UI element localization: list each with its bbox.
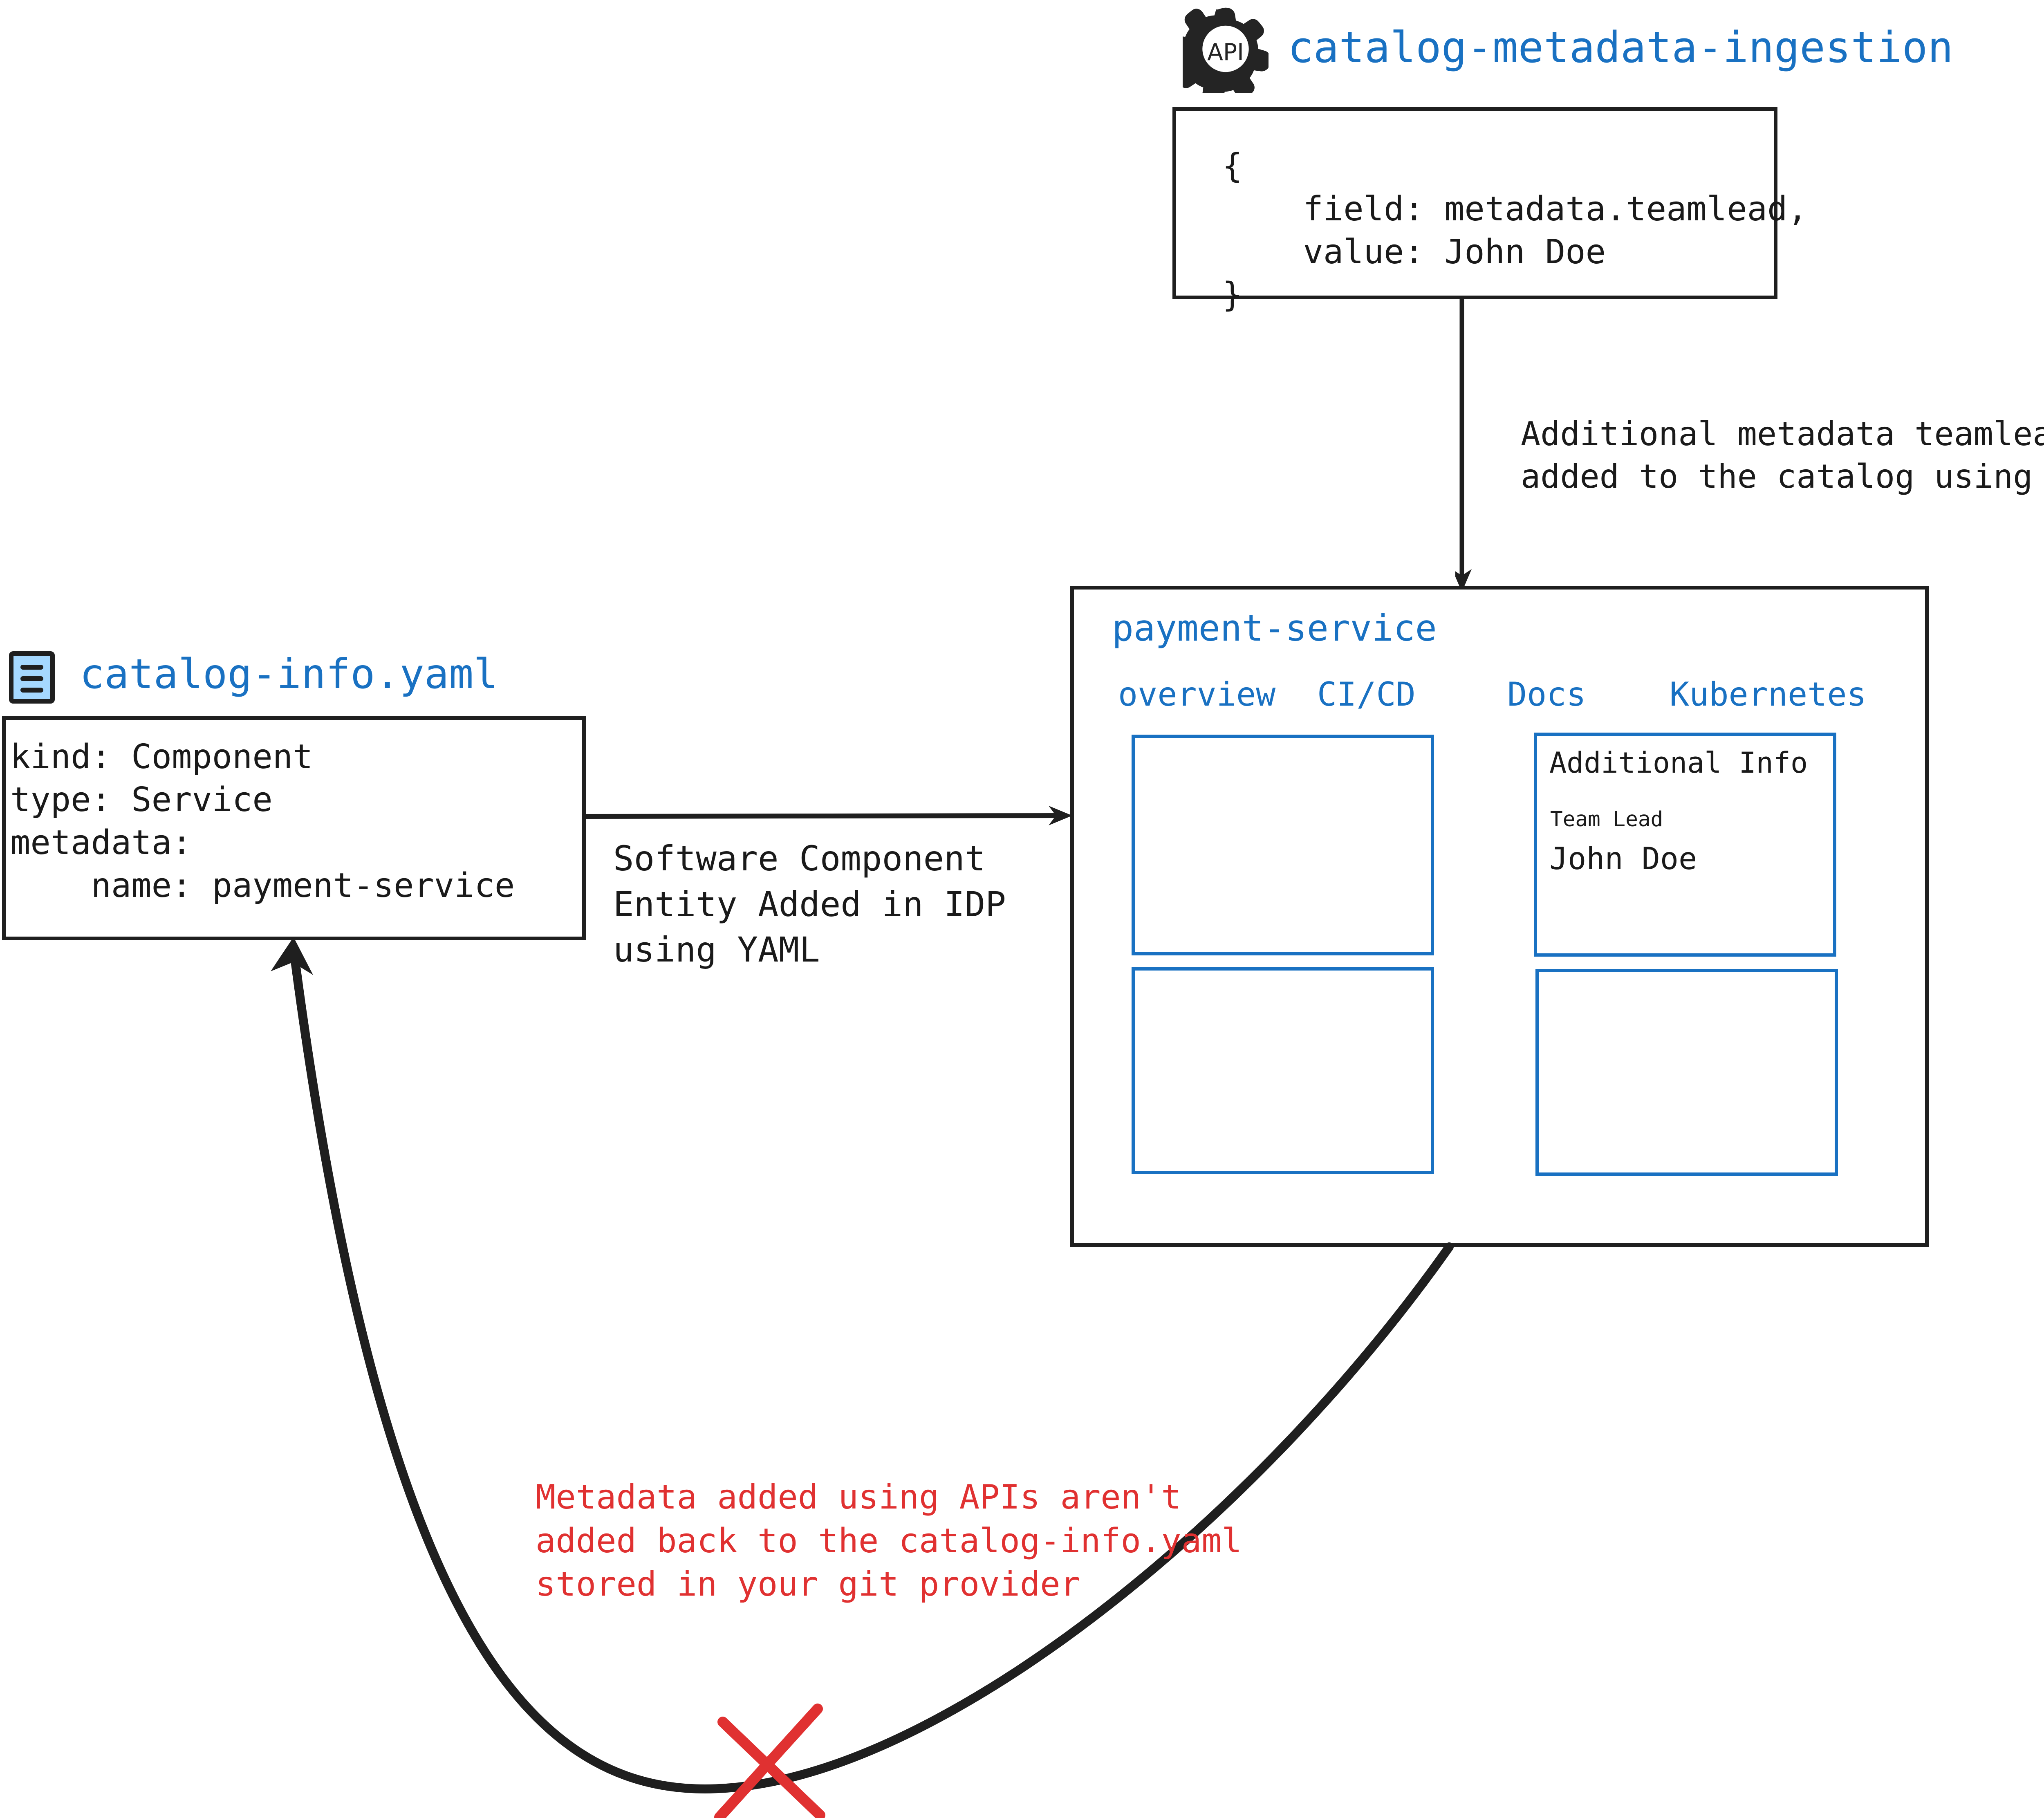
yaml-file-icon — [9, 651, 55, 704]
yaml-to-panel-arrow — [585, 795, 1076, 840]
panel-card-bottom-left — [1132, 967, 1434, 1174]
api-to-panel-arrow — [1452, 298, 1553, 597]
yaml-content-box — [2, 716, 586, 940]
yaml-content-code: kind: Component type: Service metadata: … — [10, 738, 515, 905]
blocked-warning-label: Metadata added using APIs aren't added b… — [536, 1478, 1242, 1604]
tab-cicd[interactable]: CI/CD — [1317, 675, 1416, 713]
panel-to-yaml-blocked-arrow — [0, 891, 1594, 1818]
tab-kubernetes[interactable]: Kubernetes — [1670, 675, 1867, 713]
blocked-x-mark — [714, 1704, 825, 1818]
tab-docs[interactable]: Docs — [1507, 675, 1586, 713]
yaml-source-title: catalog-info.yaml — [80, 650, 498, 698]
api-payload-box — [1172, 107, 1777, 299]
panel-card-additional-info — [1534, 733, 1836, 957]
panel-card-bottom-right — [1535, 969, 1838, 1176]
svg-text:API: API — [1207, 39, 1244, 66]
tab-overview[interactable]: overview — [1118, 675, 1276, 713]
additional-info-title: Additional Info — [1549, 746, 1808, 780]
yaml-to-panel-label: Software Component Entity Added in IDP u… — [613, 838, 1006, 970]
panel-card-top-left — [1132, 735, 1434, 955]
api-source-title: catalog-metadata-ingestion — [1288, 22, 1953, 72]
api-payload-code: { field: metadata.teamlead, value: John … — [1222, 147, 1808, 314]
api-to-panel-label: Additional metadata teamlead added to th… — [1521, 415, 2044, 495]
panel-title: payment-service — [1112, 607, 1437, 649]
team-lead-label: Team Lead — [1550, 807, 1663, 832]
team-lead-value: John Doe — [1549, 841, 1697, 876]
api-gear-icon: API — [1168, 5, 1271, 104]
